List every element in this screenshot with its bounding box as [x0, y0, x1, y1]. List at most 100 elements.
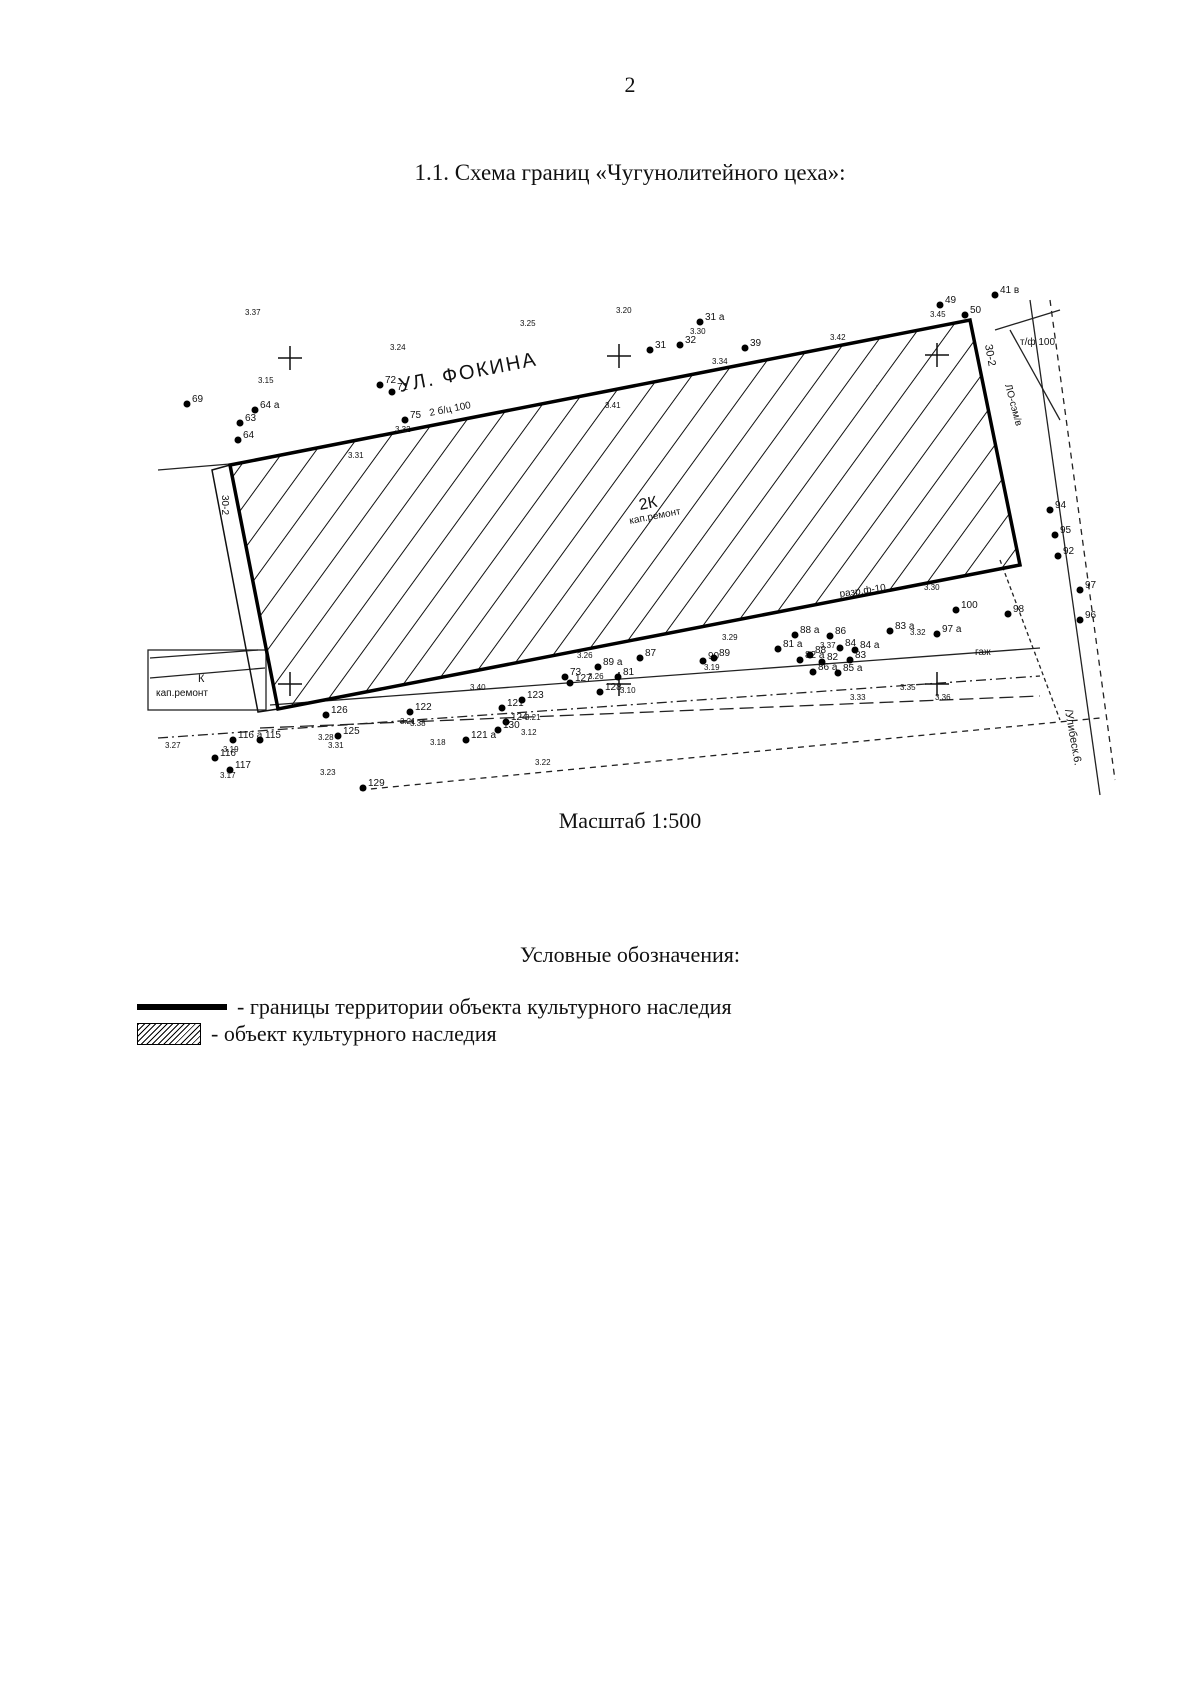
survey-point: 82 — [818, 652, 839, 666]
survey-point-number: 88 а — [800, 625, 820, 636]
survey-point: 71 — [388, 382, 409, 396]
survey-point-marker — [211, 754, 219, 762]
elevation-mark: 3.38 — [410, 719, 426, 728]
survey-point-marker — [952, 606, 960, 614]
survey-point: 86 а — [809, 662, 838, 676]
survey-point-number: 83 — [855, 650, 867, 661]
elevation-mark: 3.20 — [616, 306, 632, 315]
survey-point-number: 89 — [719, 648, 731, 659]
survey-point: 493.45 — [930, 295, 957, 319]
survey-point-number: 82 — [827, 652, 839, 663]
elevation-marks: 3.253.203.243.153.373.313.413.403.423.34… — [165, 306, 951, 780]
survey-point: 123 — [518, 690, 544, 704]
elevation-mark: 3.12 — [521, 728, 537, 737]
survey-point-marker — [806, 651, 814, 659]
survey-point-number: 69 — [192, 394, 204, 405]
survey-point-number: 64 а — [260, 400, 280, 411]
survey-point-marker — [826, 632, 834, 640]
right-street-label: /Улибеск.6. — [1062, 708, 1084, 766]
survey-point-number: 31 а — [705, 312, 725, 323]
survey-point-marker — [594, 663, 602, 671]
survey-point-number: 64 — [243, 430, 255, 441]
elevation-mark: 3.26 — [577, 651, 593, 660]
survey-point-number: 81 а — [783, 639, 803, 650]
survey-point: 50 — [961, 305, 982, 319]
scheme-heading: 1.1. Схема границ «Чугунолитейного цеха»… — [414, 160, 846, 185]
survey-point-marker — [1076, 616, 1084, 624]
misc-label-gazh: гаж — [975, 647, 991, 658]
elevation-mark: 3.40 — [470, 683, 486, 692]
survey-point-marker — [229, 736, 237, 744]
survey-point-number: 73 — [570, 667, 582, 678]
survey-point-number: 123 — [527, 690, 544, 701]
survey-point-marker — [359, 784, 367, 792]
elevation-mark: 3.30 — [924, 583, 940, 592]
survey-point-number: 98 — [1013, 604, 1025, 615]
survey-point-marker — [846, 656, 854, 664]
survey-point: 72 — [376, 375, 397, 389]
survey-point: 87 — [636, 648, 657, 662]
survey-point: 88 а — [791, 625, 820, 639]
survey-point-marker — [699, 657, 707, 665]
survey-point-number: 96 — [1085, 610, 1097, 621]
survey-point: 863.37 — [820, 626, 847, 650]
survey-point-number: 72 — [385, 375, 397, 386]
survey-point: 31 а 3.30 — [690, 312, 725, 336]
survey-point-elevation: 3.30 — [690, 327, 706, 336]
elevation-mark: 3.41 — [605, 401, 621, 410]
survey-point-number: 94 — [1055, 500, 1067, 511]
survey-point: 88 — [806, 645, 827, 659]
survey-point-number: 121 а — [471, 730, 496, 741]
survey-point: 100 — [952, 600, 978, 614]
survey-point-marker — [809, 668, 817, 676]
survey-point-marker — [1054, 552, 1062, 560]
survey-point: 84 а — [851, 640, 880, 654]
survey-point-marker — [636, 654, 644, 662]
survey-point-number: 89 а — [603, 657, 623, 668]
survey-point-number: 71 — [397, 382, 409, 393]
survey-point-number: 86 а — [818, 662, 838, 673]
survey-point: 81 — [614, 667, 635, 681]
survey-point-marker — [836, 644, 844, 652]
elevation-mark: 3.18 — [430, 738, 446, 747]
elevation-mark: 3.10 — [620, 686, 636, 695]
survey-point-number: 87 — [645, 648, 657, 659]
survey-point-number: 50 — [970, 305, 982, 316]
survey-point-number: 97 — [1085, 580, 1097, 591]
survey-point: 81 а — [774, 639, 803, 653]
survey-point-marker — [494, 726, 502, 734]
survey-point-marker — [502, 718, 510, 726]
survey-point-number: 85 а — [843, 663, 863, 674]
survey-point-number: 92 — [1063, 546, 1075, 557]
survey-point-marker — [234, 436, 242, 444]
survey-point-marker — [851, 646, 859, 654]
survey-point-marker — [518, 696, 526, 704]
survey-point-marker — [1051, 531, 1059, 539]
survey-point-marker — [834, 669, 842, 677]
survey-point-marker — [741, 344, 749, 352]
survey-point: 124 — [502, 712, 528, 726]
survey-point-number: 49 — [945, 295, 957, 306]
site-plan: К кап.ремонт 30-2 2К кап.ремонт 30-2 УЛ.… — [147, 285, 1116, 796]
misc-label-lo: ЛО-сэм/в — [1002, 383, 1024, 427]
wall-label-right: 30-2 — [982, 343, 998, 367]
survey-point-number: 84 — [845, 638, 857, 649]
survey-point-number: 41 в — [1000, 285, 1019, 296]
survey-point: 121 а — [462, 730, 496, 744]
survey-point: 128 — [596, 682, 622, 696]
elevation-mark: 3.33 — [850, 693, 866, 702]
survey-point-marker — [936, 301, 944, 309]
elevation-mark: 3.31 — [348, 451, 364, 460]
elevation-mark: 3.37 — [245, 308, 261, 317]
survey-point: 96 — [1076, 610, 1097, 624]
survey-point-number: 125 — [343, 726, 360, 737]
survey-point: 39 — [741, 338, 762, 352]
survey-point-marker — [1004, 610, 1012, 618]
elevation-mark: 3.21 — [525, 713, 541, 722]
elevation-mark: 3.23 — [320, 768, 336, 777]
survey-point-elevation: 3.31 — [328, 741, 344, 750]
survey-point: 121 — [498, 698, 524, 712]
survey-point-number: 100 — [961, 600, 978, 611]
